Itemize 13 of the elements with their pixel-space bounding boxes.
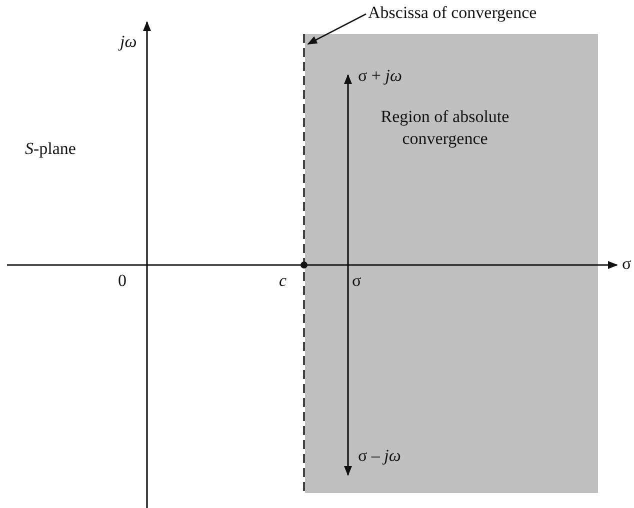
- origin-label: 0: [118, 271, 126, 291]
- callout-text: Abscissa of convergence: [368, 3, 537, 23]
- leader-line: [307, 13, 366, 45]
- region-label: Region of absolute convergence: [380, 106, 510, 150]
- axis-label: jω: [120, 32, 137, 52]
- point-label: σ + jω: [358, 66, 402, 86]
- sigma-label: σ: [352, 271, 362, 291]
- shaded-region: [305, 34, 598, 493]
- point-label: σ – jω: [358, 446, 401, 466]
- abscissa-value-label: c: [279, 271, 287, 291]
- plane-label: S-plane: [25, 139, 76, 159]
- abscissa-dashed-line: [302, 34, 306, 493]
- axis-label: σ: [622, 254, 632, 274]
